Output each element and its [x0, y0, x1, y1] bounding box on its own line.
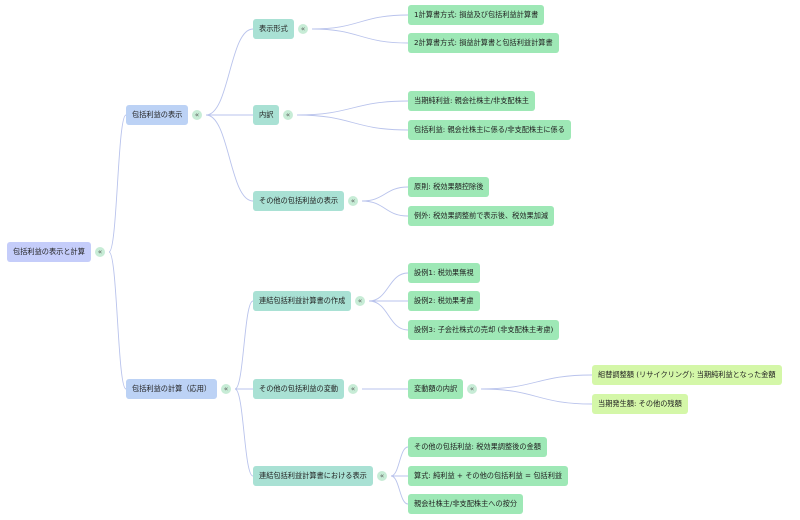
leaf-net-income-split[interactable]: 当期純利益: 親会社株主/非支配株主 — [408, 91, 535, 111]
node-oci-change[interactable]: その他の包括利益の変動 — [253, 379, 345, 399]
leaf-example-3[interactable]: 設例3: 子会社株式の売却 (非支配株主考慮) — [408, 320, 560, 340]
node-consolidated-statement-creation[interactable]: 連結包括利益計算書の作成 — [253, 291, 352, 311]
leaf-comprehensive-income-split[interactable]: 包括利益: 親会社株主に係る/非支配株主に係る — [408, 120, 571, 140]
leaf-formula[interactable]: 算式: 純利益 + その他の包括利益 = 包括利益 — [408, 466, 569, 486]
node-change-breakdown[interactable]: 変動額の内訳 — [408, 379, 464, 399]
collapse-toggle-icon[interactable] — [192, 110, 202, 120]
connector-line — [361, 200, 409, 217]
node-oci-presentation[interactable]: その他の包括利益の表示 — [253, 191, 345, 211]
node-comprehensive-income-calculation[interactable]: 包括利益の計算（応用） — [126, 379, 218, 399]
collapse-toggle-icon[interactable] — [298, 24, 308, 34]
leaf-example-1[interactable]: 設例1: 税効果無視 — [408, 263, 480, 283]
collapse-toggle-icon[interactable] — [467, 384, 477, 394]
connector-line — [296, 100, 409, 116]
connector-line — [390, 446, 409, 477]
leaf-two-statement-method[interactable]: 2計算書方式: 損益計算書と包括利益計算書 — [408, 33, 559, 53]
collapse-toggle-icon[interactable] — [355, 296, 365, 306]
collapse-toggle-icon[interactable] — [221, 384, 231, 394]
leaf-principle[interactable]: 原則: 税効果額控除後 — [408, 177, 490, 197]
connector-line — [368, 272, 409, 302]
connector-line — [234, 300, 254, 390]
connector-line — [311, 28, 409, 44]
collapse-toggle-icon[interactable] — [348, 196, 358, 206]
leaf-reclassification-adjustment[interactable]: 組替調整額 (リサイクリング): 当期純利益となった金額 — [592, 365, 782, 385]
connector-line — [205, 114, 254, 202]
connector-line — [311, 14, 409, 30]
connector-line — [205, 28, 254, 116]
leaf-exception[interactable]: 例外: 税効果調整前で表示後、税効果加減 — [408, 206, 555, 226]
leaf-one-statement-method[interactable]: 1計算書方式: 損益及び包括利益計算書 — [408, 5, 545, 25]
connector-line — [108, 114, 127, 253]
collapse-toggle-icon[interactable] — [283, 110, 293, 120]
leaf-current-period-amount[interactable]: 当期発生額: その他の残額 — [592, 394, 688, 414]
leaf-example-2[interactable]: 設例2: 税効果考慮 — [408, 291, 480, 311]
connector-line — [480, 374, 593, 390]
node-consolidated-statement-display[interactable]: 連結包括利益計算書における表示 — [253, 466, 373, 486]
connector-line — [296, 114, 409, 131]
collapse-toggle-icon[interactable] — [95, 247, 105, 257]
connector-line — [108, 251, 127, 390]
collapse-toggle-icon[interactable] — [377, 471, 387, 481]
node-comprehensive-income-presentation[interactable]: 包括利益の表示 — [126, 105, 189, 125]
node-breakdown[interactable]: 内訳 — [253, 105, 280, 125]
connector-line — [368, 300, 409, 331]
collapse-toggle-icon[interactable] — [348, 384, 358, 394]
connector-line — [480, 388, 593, 405]
connector-line — [390, 475, 409, 505]
connector-line — [361, 186, 409, 202]
root-node[interactable]: 包括利益の表示と計算 — [7, 242, 91, 262]
leaf-allocation[interactable]: 親会社株主/非支配株主への按分 — [408, 494, 524, 514]
node-presentation-format[interactable]: 表示形式 — [253, 19, 294, 39]
leaf-oci-after-tax[interactable]: その他の包括利益: 税効果調整後の金額 — [408, 437, 547, 457]
connector-line — [234, 388, 254, 477]
